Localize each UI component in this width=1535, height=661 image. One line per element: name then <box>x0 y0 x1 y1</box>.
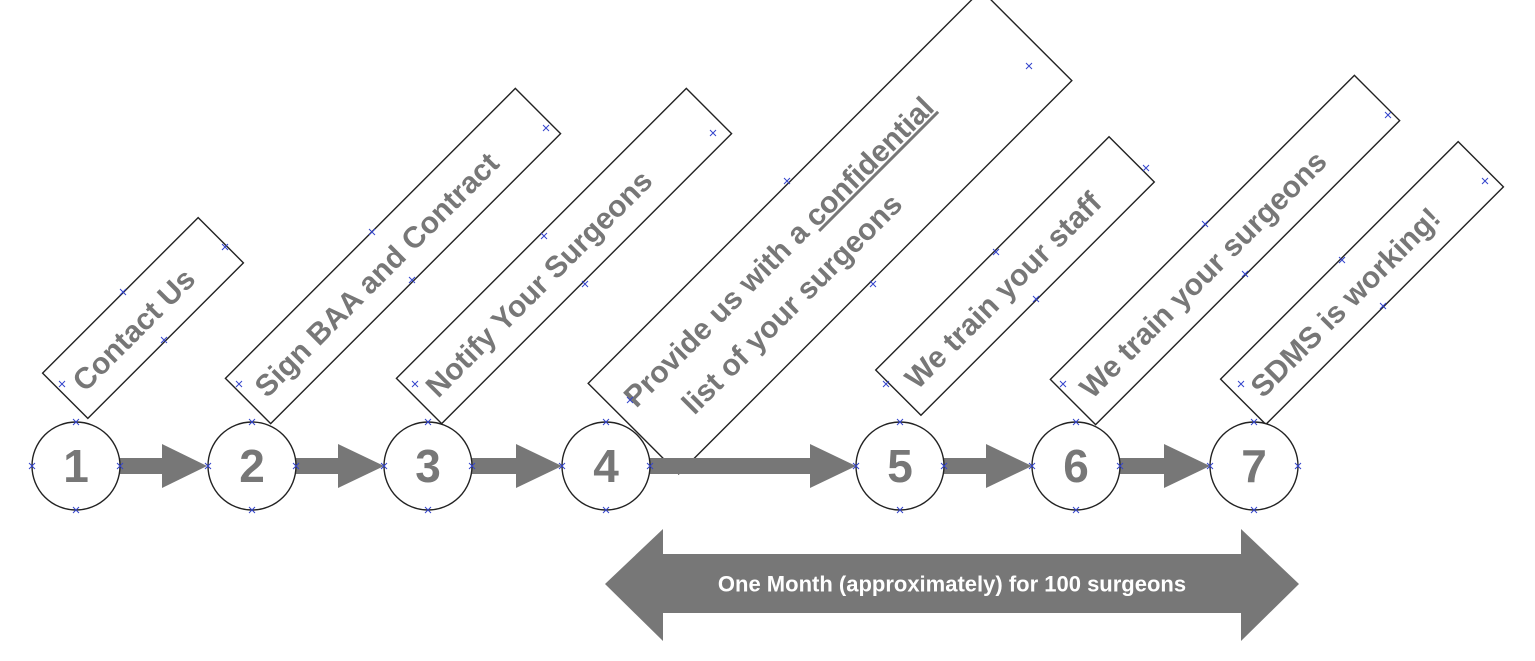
connection-handle-marker <box>235 380 243 388</box>
connection-handle-marker <box>542 124 550 132</box>
connection-handle-marker <box>221 243 229 251</box>
step-2-label-box: Sign BAA and Contract <box>224 87 562 425</box>
connector-5-6 <box>936 444 1032 488</box>
connection-handle-marker <box>1072 506 1080 514</box>
connection-handle-marker <box>119 288 127 296</box>
step-1-label-box: Contact Us <box>41 216 245 420</box>
connection-handle-marker <box>292 462 300 470</box>
connection-handle-marker <box>1142 164 1150 172</box>
connector-arrows <box>112 444 1210 488</box>
connection-handle-marker <box>626 396 634 404</box>
connection-handle-marker <box>1059 380 1067 388</box>
step-5-node: 5 <box>855 421 945 511</box>
step-7-node: 7 <box>1209 421 1299 511</box>
connector-4-5 <box>642 444 856 488</box>
connection-handle-marker <box>1201 220 1209 228</box>
connection-handle-marker <box>852 462 860 470</box>
connection-handle-marker <box>1237 380 1245 388</box>
connection-handle-marker <box>709 129 717 137</box>
connection-handle-marker <box>411 380 419 388</box>
step-1-node: 1 <box>31 421 121 511</box>
connection-handle-marker <box>602 506 610 514</box>
step-4-node: 4 <box>561 421 651 511</box>
connection-handle-marker <box>992 248 1000 256</box>
step-4-number: 4 <box>593 440 619 492</box>
connection-handle-marker <box>408 276 416 284</box>
connection-handle-marker <box>72 418 80 426</box>
connection-handle-marker <box>1116 462 1124 470</box>
connection-handle-marker <box>558 462 566 470</box>
connection-handle-marker <box>896 506 904 514</box>
connection-handle-marker <box>581 280 589 288</box>
connector-6-7 <box>1112 444 1210 488</box>
connection-handle-marker <box>424 506 432 514</box>
connection-handles <box>28 62 1489 514</box>
connector-1-2 <box>112 444 207 488</box>
step-3-number: 3 <box>415 440 441 492</box>
connection-handle-marker <box>1025 62 1033 70</box>
connection-handle-marker <box>424 418 432 426</box>
connection-handle-marker <box>1379 302 1387 310</box>
connection-handle-marker <box>1481 177 1489 185</box>
connection-handle-marker <box>28 462 36 470</box>
step-3-node: 3 <box>383 421 473 511</box>
connection-handle-marker <box>1250 506 1258 514</box>
connection-handle-marker <box>160 336 168 344</box>
connection-handle-marker <box>468 462 476 470</box>
duration-label: One Month (approximately) for 100 surgeo… <box>718 572 1186 597</box>
connection-handle-marker <box>58 380 66 388</box>
connection-handle-marker <box>1250 418 1258 426</box>
connection-handle-marker <box>783 177 791 185</box>
connection-handle-marker <box>204 462 212 470</box>
connection-handle-marker <box>1294 462 1302 470</box>
connection-handle-marker <box>882 380 890 388</box>
duration-double-arrow: One Month (approximately) for 100 surgeo… <box>605 529 1299 641</box>
connection-handle-marker <box>368 228 376 236</box>
connection-handle-marker <box>602 418 610 426</box>
connector-2-3 <box>288 444 384 488</box>
step-6-label-box: We train your surgeons <box>1049 74 1401 426</box>
step-2-node: 2 <box>207 421 297 511</box>
connection-handle-marker <box>1338 256 1346 264</box>
connection-handle-marker <box>540 232 548 240</box>
connection-handle-marker <box>248 506 256 514</box>
connection-handle-marker <box>1028 462 1036 470</box>
step-6-node: 6 <box>1031 421 1121 511</box>
connection-handle-marker <box>248 418 256 426</box>
step-4-label-box: Provide us with a confidential list of y… <box>587 0 1073 475</box>
connection-handle-marker <box>1032 295 1040 303</box>
connection-handle-marker <box>72 506 80 514</box>
connection-handle-marker <box>1241 270 1249 278</box>
step-5-number: 5 <box>887 440 913 492</box>
connection-handle-marker <box>1384 111 1392 119</box>
step-6-number: 6 <box>1063 440 1089 492</box>
connection-handle-marker <box>116 462 124 470</box>
connection-handle-marker <box>869 280 877 288</box>
connection-handle-marker <box>1206 462 1214 470</box>
connection-handle-marker <box>896 418 904 426</box>
connection-handle-marker <box>1072 418 1080 426</box>
connection-handle-marker <box>940 462 948 470</box>
step-7-number: 7 <box>1241 440 1267 492</box>
connector-3-4 <box>464 444 562 488</box>
connection-handle-marker <box>380 462 388 470</box>
connection-handle-marker <box>646 462 654 470</box>
step-1-number: 1 <box>63 440 89 492</box>
step-2-number: 2 <box>239 440 265 492</box>
